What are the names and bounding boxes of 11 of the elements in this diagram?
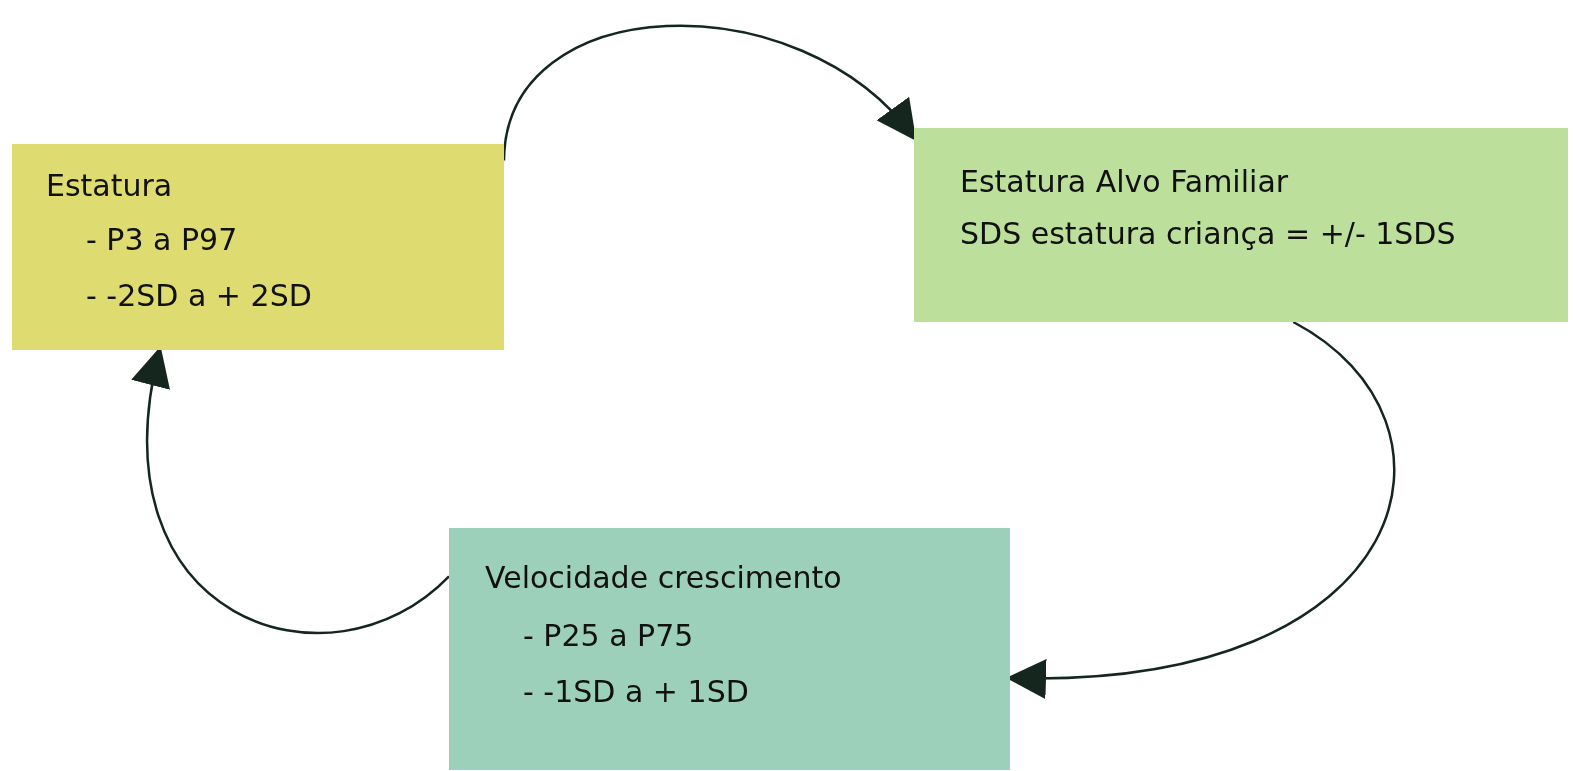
- box-text: - -2SD a + 2SD: [86, 278, 312, 314]
- target-box: [914, 128, 1568, 322]
- velocity-box: [449, 528, 1010, 770]
- box-heading: Velocidade crescimento: [485, 560, 842, 596]
- box-text: SDS estatura criança = +/- 1SDS: [960, 216, 1456, 252]
- box-heading: Estatura Alvo Familiar: [960, 164, 1289, 200]
- box-text: - P25 a P75: [523, 618, 694, 654]
- measure-box: [12, 144, 504, 350]
- box-heading: Estatura: [46, 168, 173, 204]
- box-text: - P3 a P97: [86, 222, 238, 258]
- box-text: - -1SD a + 1SD: [523, 674, 749, 710]
